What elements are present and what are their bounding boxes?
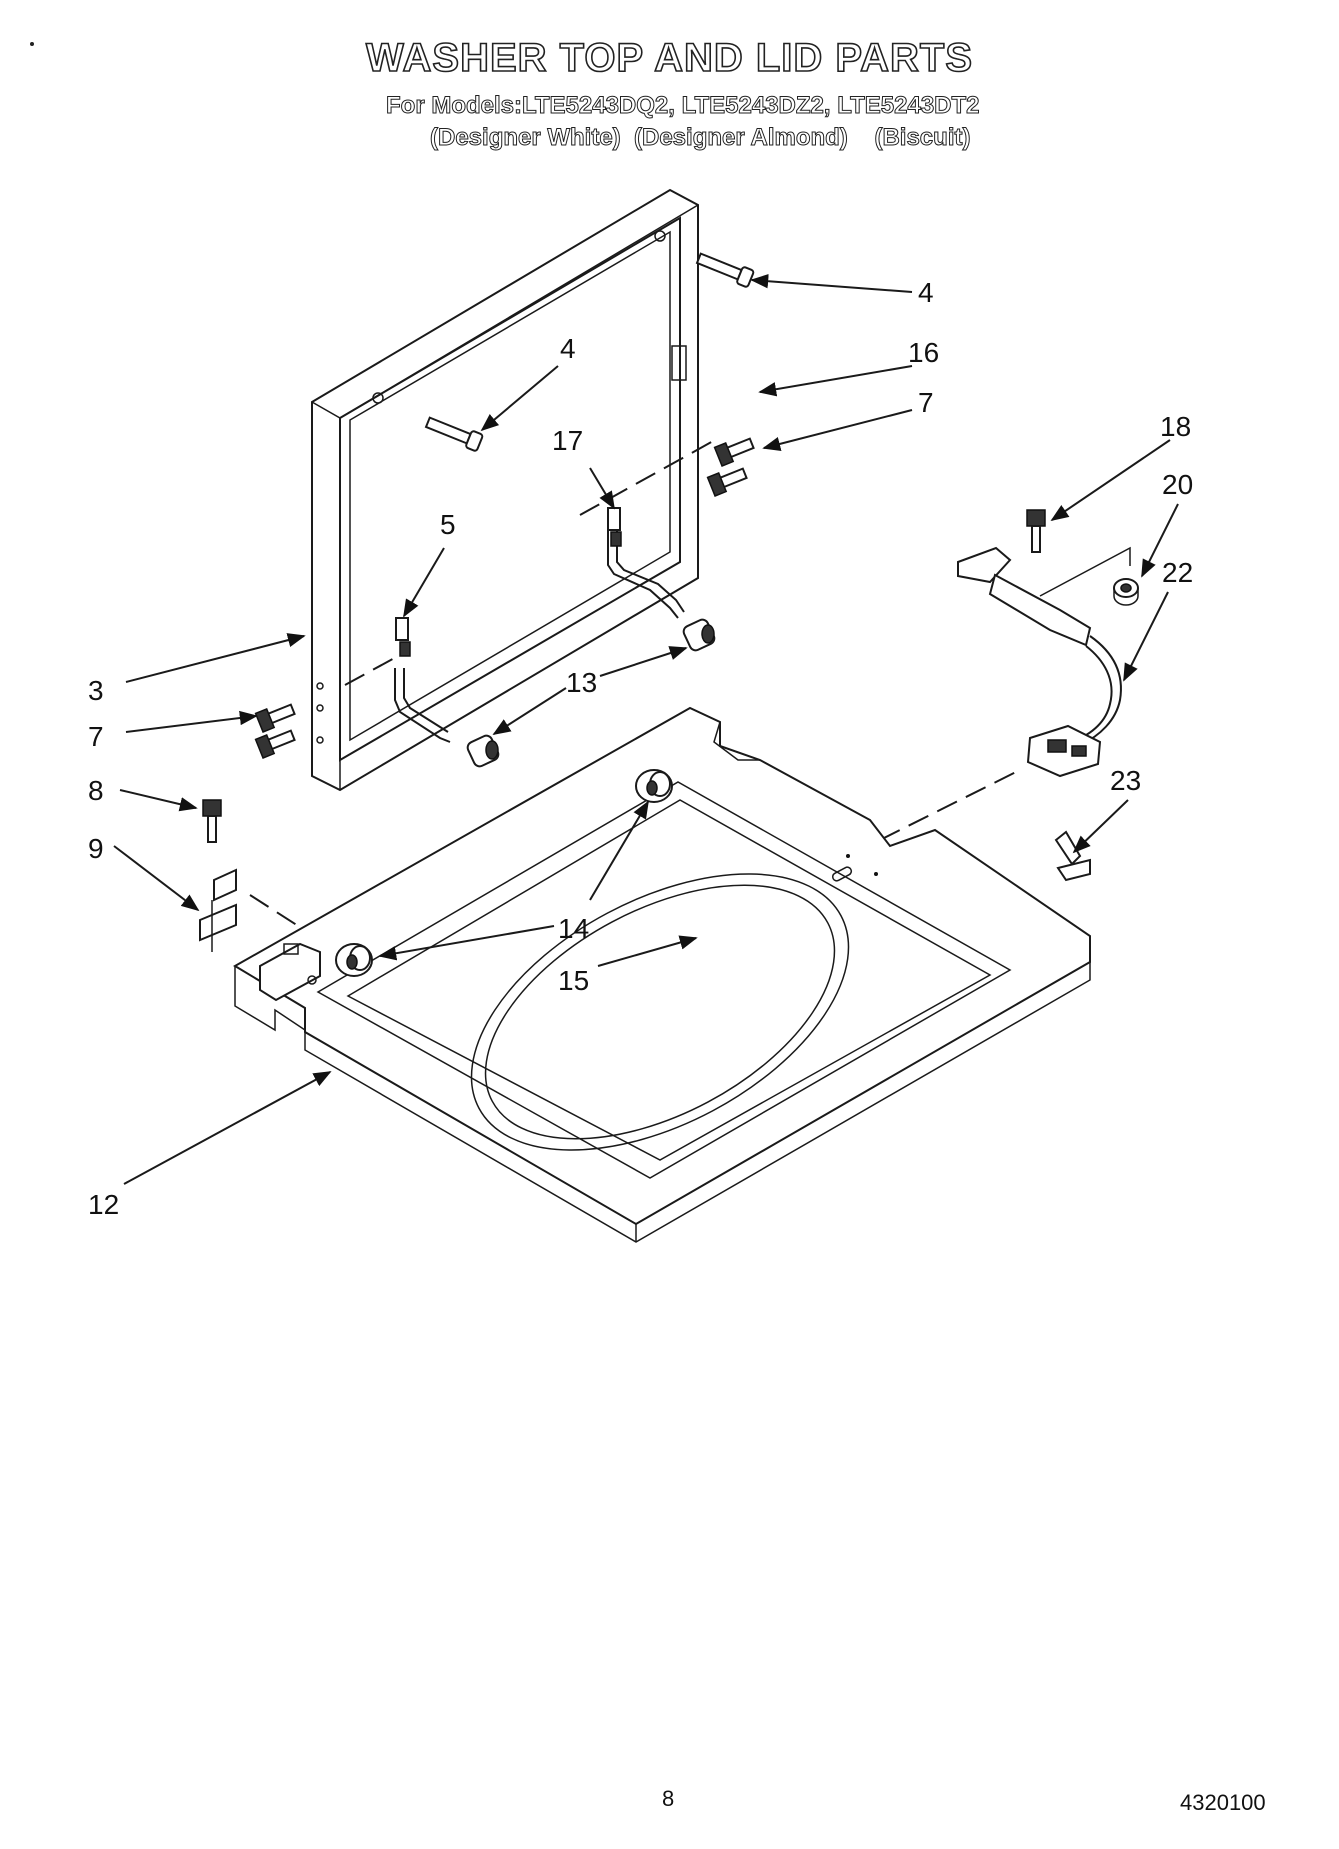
lid-switch-harness [957,546,1131,778]
leader-arrows [113,274,1179,1185]
document-number: 4320100 [1180,1790,1266,1815]
washer-top [233,706,1091,1243]
callout-18: 18 [1160,411,1191,442]
hinge-bracket [199,868,237,952]
callout-5: 5 [440,509,456,540]
diagram-title: WASHER TOP AND LID PARTS [365,35,973,81]
page-number: 8 [662,1786,675,1811]
callout-8: 8 [88,775,104,806]
callout-13: 13 [566,667,597,698]
lid-wire-rods [394,530,685,743]
callout-7-left: 7 [88,721,104,752]
callout-7-top: 7 [918,387,934,418]
lid-frame [311,188,699,792]
top-bumpers [335,769,673,977]
callout-17: 17 [552,425,583,456]
callout-4-top: 4 [918,277,934,308]
callout-4-left: 4 [560,333,576,364]
callout-12: 12 [88,1189,119,1220]
scan-dot [30,42,34,46]
finish-line: (Designer White) (Designer Almond) (Bisc… [429,124,971,152]
wire-clips [395,507,622,657]
callout-23: 23 [1110,765,1141,796]
callout-14: 14 [558,913,589,944]
callout-16: 16 [908,337,939,368]
callout-22: 22 [1162,557,1193,588]
hex-nut [1113,578,1139,606]
models-line: For Models:LTE5243DQ2, LTE5243DZ2, LTE52… [386,92,981,120]
callout-9: 9 [88,833,104,864]
lid-bumpers [466,618,716,768]
callout-20: 20 [1162,469,1193,500]
callout-3: 3 [88,675,104,706]
callout-labels: 4 4 16 7 17 18 20 22 5 3 7 13 8 9 23 14 … [88,277,1193,1220]
cable-tie [1054,830,1091,882]
callout-15: 15 [558,965,589,996]
